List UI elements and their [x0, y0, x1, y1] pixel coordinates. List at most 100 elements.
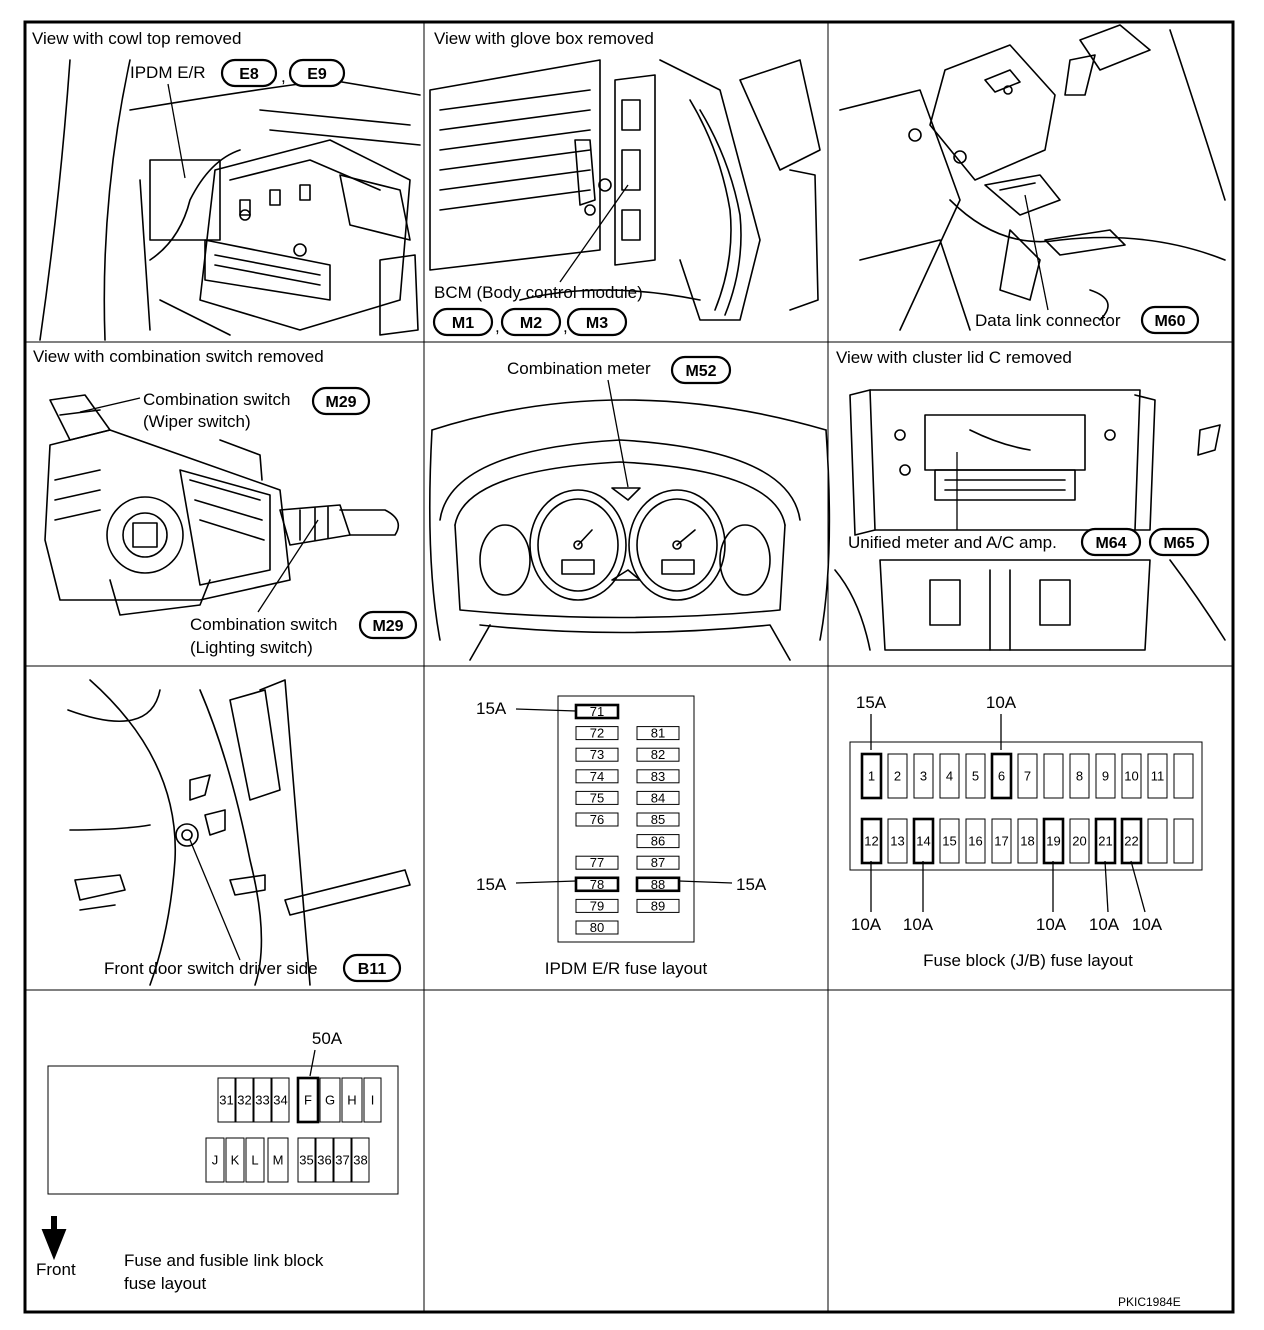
connector-m29-wiper-pill — [311, 386, 371, 416]
ipdm-fuse-77: 77 — [575, 855, 619, 870]
fusible-link-L-label: L — [251, 1153, 258, 1168]
jb-fuse-caption: Fuse block (J/B) fuse layout — [923, 951, 1133, 970]
ipdm-fuse-74: 74 — [575, 769, 619, 784]
jb-fuse-2-label: 2 — [894, 769, 901, 784]
fusible-link-36-box — [315, 1137, 334, 1183]
fusible-link-I-label: I — [371, 1093, 375, 1108]
fusible-link-38: 38 — [351, 1137, 370, 1183]
jb-fuse-16: 16 — [965, 818, 986, 864]
ipdm-fuse-80-box — [575, 920, 619, 935]
connector-m52-label: M52 — [685, 363, 716, 380]
jb-fuse-14: 14 — [912, 817, 935, 865]
lighting-switch-sublabel: (Lighting switch) — [190, 638, 313, 657]
jb-fuse-19-label: 19 — [1046, 834, 1060, 849]
jb-fuse-17: 17 — [991, 818, 1012, 864]
fusible-link-L-box — [245, 1137, 265, 1183]
jb-callout-12: 10A — [851, 915, 882, 934]
jb-callout-19: 10A — [1036, 915, 1067, 934]
jb-callout-21-line — [1104, 860, 1109, 913]
jb-fuse-12: 12 — [860, 817, 883, 865]
ipdm-fuse-89-label: 89 — [651, 898, 665, 913]
jb-fuse-17-box — [991, 818, 1012, 864]
fusible-link-G-box — [319, 1077, 341, 1123]
jb-fuse-18-box — [1017, 818, 1038, 864]
jb-fuse-11: 11 — [1147, 753, 1168, 799]
fusible-link-callout-f: 50A — [312, 1029, 343, 1048]
jb-fuse-11-label: 11 — [1151, 769, 1165, 784]
unified-meter-label: Unified meter and A/C amp. — [848, 533, 1057, 552]
door-switch-leader-line — [189, 839, 241, 961]
fusible-link-38-box — [351, 1137, 370, 1183]
connector-m65-pill — [1148, 527, 1210, 557]
jb-callout-22-line — [1130, 860, 1146, 913]
fusible-link-38-label: 38 — [353, 1153, 367, 1168]
connector-m52-pill — [670, 355, 732, 385]
front-arrow-icon — [41, 1216, 67, 1261]
fusible-link-caption-line2: fuse layout — [124, 1274, 206, 1293]
cell-front-door: Front door switch driver side B11 — [67, 679, 411, 986]
ipdm-fuse-83: 83 — [636, 769, 680, 784]
connector-m1-pill — [432, 307, 494, 337]
connector-m60-pill — [1140, 305, 1200, 335]
connector-m65-label: M65 — [1163, 535, 1194, 552]
fusible-link-F-label: F — [304, 1093, 312, 1108]
ipdm-fuse-75-box — [575, 790, 619, 805]
ipdm-callout-88-line — [678, 880, 733, 884]
jb-fuse-10-label: 10 — [1124, 769, 1138, 784]
connector-m60-label: M60 — [1154, 313, 1185, 330]
cell-cluster-lid: View with cluster lid C removed Unified … — [834, 348, 1226, 651]
glovebox-title: View with glove box removed — [434, 29, 654, 48]
connector-separator: , — [563, 317, 568, 336]
jb-callout-1: 15A — [856, 693, 887, 712]
cluster-illustration — [834, 389, 1226, 651]
ipdm-fuse-78-label: 78 — [590, 877, 604, 892]
ipdm-fuse-79: 79 — [575, 898, 619, 913]
ipdm-fuse-89-box — [636, 898, 680, 913]
ipdm-fuse-78-box — [574, 876, 620, 893]
jb-fuse-9-box — [1095, 753, 1116, 799]
jb-fuse-18-label: 18 — [1020, 834, 1034, 849]
fusible-link-37-label: 37 — [335, 1153, 349, 1168]
jb-fuse-4-box — [939, 753, 960, 799]
jb-fuse-1-label: 1 — [868, 769, 875, 784]
ipdm-fuse-81-box — [636, 726, 680, 741]
jb-fuse-10: 10 — [1121, 753, 1142, 799]
jb-fuse-2-box — [887, 753, 908, 799]
fusible-link-H: H — [341, 1077, 363, 1123]
cowl-title: View with cowl top removed — [32, 29, 241, 48]
jb-fuse-empty-box — [1173, 753, 1194, 799]
lighting-leader-line — [257, 519, 319, 613]
jb-fuse-20-box — [1069, 818, 1090, 864]
connector-m3-pill — [566, 307, 628, 337]
ipdm-fuse-81: 81 — [636, 726, 680, 741]
jb-fuse-9: 9 — [1095, 753, 1116, 799]
cell-combination-switch: View with combination switch removed Com… — [33, 347, 418, 657]
datalink-label: Data link connector — [975, 311, 1121, 330]
fusible-link-36-label: 36 — [317, 1153, 331, 1168]
fusible-link-F: F — [296, 1076, 320, 1124]
ipdm-fuse-73-label: 73 — [590, 747, 604, 762]
connector-separator: , — [495, 317, 500, 336]
jb-fuse-15-box — [939, 818, 960, 864]
jb-fuse-8: 8 — [1069, 753, 1090, 799]
connector-b11-label: B11 — [358, 961, 387, 978]
jb-fuse-1: 1 — [860, 752, 883, 800]
fusible-link-F-box — [296, 1076, 320, 1124]
fusible-link-37: 37 — [333, 1137, 352, 1183]
fusible-link-I-box — [363, 1077, 382, 1123]
fusible-link-32-box — [235, 1077, 254, 1123]
ipdm-fuse-74-box — [575, 769, 619, 784]
cowl-illustration — [39, 59, 421, 341]
ipdm-fuse-77-box — [575, 855, 619, 870]
fusible-link-37-box — [333, 1137, 352, 1183]
connector-m29-lighting-label: M29 — [372, 618, 403, 635]
jb-fuse-5: 5 — [965, 753, 986, 799]
connector-m3-label: M3 — [586, 315, 608, 332]
ipdm-fuse-83-label: 83 — [651, 769, 665, 784]
jb-fuse-5-box — [965, 753, 986, 799]
jb-fuse-6-label: 6 — [998, 769, 1005, 784]
ipdm-fuse-85: 85 — [636, 812, 680, 827]
fusible-link-L: L — [245, 1137, 265, 1183]
